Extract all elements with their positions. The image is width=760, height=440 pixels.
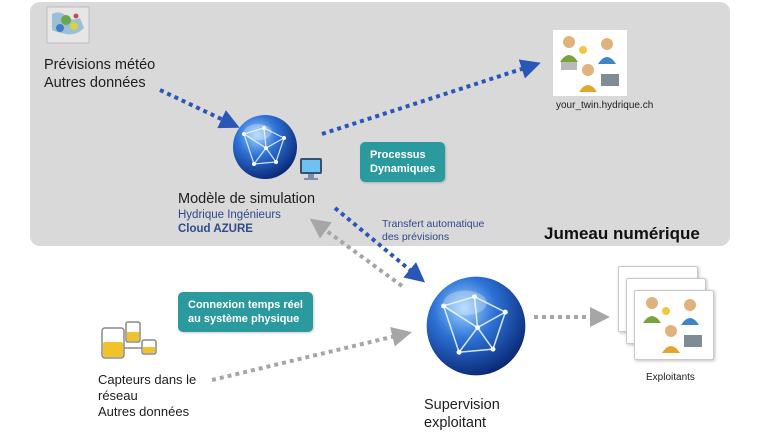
sensors-label: Capteurs dans le réseau Autres données [98,372,196,420]
sensors-line1: Capteurs dans le [98,372,197,387]
simulation-model-subtitle: Hydrique Ingénieurs [178,209,281,221]
realtime-connection-line1: Connexion temps réel [188,299,303,311]
arrow-supervision-to-model [309,218,404,288]
arrow-model-to-portal [321,59,541,136]
sensors-line2: réseau [98,388,138,403]
arrow-weather-to-model [159,88,240,129]
operator-card-front [634,290,714,360]
supervision-label: Supervision exploitant [424,396,500,432]
supervision-line1: Supervision [424,397,500,413]
arrow-model-to-supervision [333,206,426,283]
dynamic-processes-line2: Dynamiques [370,163,436,175]
tanks-icon [101,321,157,359]
simulation-model-label: Modèle de simulation Hydrique Ingénieurs… [178,190,315,236]
auto-transfer-line2: des prévisions [382,231,450,243]
web-portal-label: your_twin.hydrique.ch [556,100,654,111]
people-working-icon [643,297,702,353]
simulation-model-title: Modèle de simulation [178,191,316,207]
auto-transfer-line1: Transfert automatique [382,218,485,230]
realtime-connection-badge: Connexion temps réel au système physique [178,292,313,332]
weather-input-line2: Autres données [44,75,146,91]
supervision-globe-icon [426,276,526,376]
monitor-icon [300,158,322,180]
auto-transfer-label: Transfert automatique des prévisions [382,218,484,244]
operators-label: Exploitants [646,372,695,383]
people-working-icon [553,30,627,96]
arrow-sensors-to-supervision [211,327,412,382]
supervision-line2: exploitant [424,415,487,431]
weather-input-label: Prévisions météo Autres données [44,56,155,92]
simulation-model-cloud: Cloud AZURE [178,223,253,235]
digital-twin-title: Jumeau numérique [544,224,700,243]
weather-map-icon [46,6,90,44]
globe-icon [233,115,297,179]
dynamic-processes-line1: Processus [370,149,426,161]
realtime-connection-line2: au système physique [188,313,300,325]
sensors-line3: Autres données [98,404,190,419]
dynamic-processes-badge: Processus Dynamiques [360,142,446,182]
weather-input-line1: Prévisions météo [44,57,156,73]
